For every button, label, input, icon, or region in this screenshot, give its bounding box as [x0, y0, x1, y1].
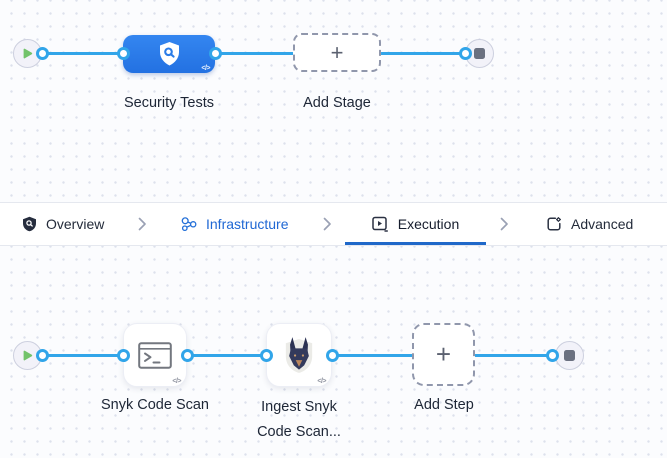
pipeline-end-node [465, 39, 494, 68]
step-node-snyk-code-scan[interactable]: </> [123, 323, 187, 387]
code-icon: </> [201, 65, 210, 72]
security-shield-search-icon [158, 41, 181, 67]
connector-port[interactable] [117, 349, 130, 362]
connector-port[interactable] [36, 47, 49, 60]
connector-port[interactable] [260, 349, 273, 362]
tab-overview[interactable]: Overview [22, 203, 104, 245]
add-step-button[interactable]: + [412, 323, 475, 386]
active-tab-underline [345, 242, 486, 245]
tab-infrastructure[interactable]: Infrastructure [180, 203, 288, 245]
connector-line [474, 354, 554, 357]
connector-port[interactable] [209, 47, 222, 60]
stage-canvas: </> + Security Tests Add Stage [0, 0, 667, 202]
connector-line [380, 52, 466, 55]
connector-port[interactable] [117, 47, 130, 60]
step-label: Snyk Code Scan [100, 397, 209, 413]
step-flow-end-node [555, 341, 584, 370]
step-node-ingest-snyk[interactable]: </> [266, 323, 332, 387]
connector-line [186, 354, 267, 357]
snyk-doberman-logo-icon [283, 336, 315, 374]
shield-icon [22, 216, 37, 232]
connector-line [331, 354, 413, 357]
chevron-right-icon [138, 217, 147, 231]
connector-line [214, 52, 294, 55]
connector-port[interactable] [36, 349, 49, 362]
terminal-icon [138, 341, 172, 369]
step-canvas: </> </> + [0, 246, 667, 458]
stage-node-security-tests[interactable]: </> [123, 35, 215, 73]
connector-port[interactable] [326, 349, 339, 362]
connector-line [42, 354, 124, 357]
tab-overview-label: Overview [46, 216, 105, 232]
add-stage-label: Add Stage [303, 95, 371, 111]
code-icon: </> [172, 378, 181, 385]
tab-execution[interactable]: Execution [345, 203, 486, 245]
add-stage-button[interactable]: + [293, 33, 381, 72]
connector-port[interactable] [546, 349, 559, 362]
plus-icon: + [330, 39, 344, 65]
stage-config-tabbar: Overview Infrastructure [0, 202, 667, 246]
add-step-label: Add Step [414, 397, 474, 413]
connector-port[interactable] [181, 349, 194, 362]
stop-icon [564, 350, 575, 361]
stop-icon [474, 48, 485, 59]
execution-play-icon [372, 216, 389, 232]
tab-advanced[interactable]: Advanced [546, 203, 633, 245]
step-label: Ingest Snyk Code Scan... [257, 399, 341, 440]
tab-infrastructure-label: Infrastructure [206, 216, 289, 232]
connector-port[interactable] [459, 47, 472, 60]
chevron-right-icon [500, 217, 509, 231]
connector-line [42, 52, 124, 55]
code-icon: </> [317, 378, 326, 385]
stage-label: Security Tests [124, 95, 214, 111]
tab-execution-label: Execution [397, 216, 460, 232]
plus-icon: + [435, 339, 452, 369]
tab-advanced-label: Advanced [571, 216, 634, 232]
play-icon [21, 349, 34, 362]
advanced-gear-icon [546, 216, 562, 232]
chevron-right-icon [323, 217, 332, 231]
play-icon [21, 47, 34, 60]
infrastructure-nodes-icon [180, 216, 197, 232]
